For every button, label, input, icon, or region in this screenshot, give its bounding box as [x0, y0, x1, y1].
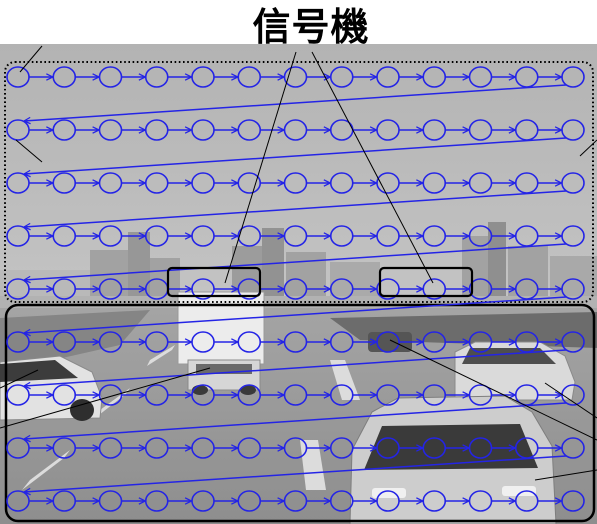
scan-point — [561, 278, 585, 300]
horizon-band — [0, 296, 597, 310]
truck-wheel — [240, 385, 256, 395]
scan-grid — [6, 66, 585, 512]
leader-line — [0, 367, 211, 429]
scan-point — [561, 119, 585, 141]
scan-return-arrow — [24, 243, 567, 280]
lane-line — [330, 360, 360, 400]
scan-return-arrow — [24, 455, 567, 492]
leader-lines — [0, 45, 597, 481]
front-car-headlight — [372, 488, 406, 498]
lane-line — [300, 440, 326, 490]
scan-point — [561, 437, 585, 459]
figure-title: 信号機 — [252, 5, 370, 49]
road-scene-photo — [0, 44, 597, 524]
scan-return-arrow — [24, 84, 567, 121]
scan-point — [561, 490, 585, 512]
building — [488, 222, 506, 302]
lane-markings — [22, 345, 360, 490]
building — [128, 232, 150, 302]
building — [262, 228, 284, 302]
scan-return-arrow — [24, 296, 567, 333]
scan-return-arrow — [24, 402, 567, 439]
scan-point — [561, 66, 585, 88]
scan-return-arrow — [24, 349, 567, 386]
building — [90, 250, 130, 302]
leader-line — [579, 139, 597, 157]
title-leader-line-right — [311, 51, 434, 284]
left-car-window — [0, 360, 78, 382]
signal-highlight-box-left — [166, 266, 262, 298]
truck — [177, 291, 265, 395]
scan-point — [561, 172, 585, 194]
lane-line — [22, 450, 70, 490]
scan-point — [561, 331, 585, 353]
front-car-windshield — [364, 424, 538, 470]
scan-point — [561, 225, 585, 247]
left-car — [0, 355, 103, 421]
building — [286, 252, 326, 302]
title-leader-line-left — [224, 51, 297, 284]
upper-region-dotted-box — [4, 61, 594, 303]
leader-line — [544, 382, 597, 419]
truck-window — [196, 364, 252, 374]
building — [330, 262, 380, 302]
leader-line — [534, 469, 597, 481]
leader-line — [0, 369, 39, 389]
scan-return-arrow — [24, 190, 567, 227]
leader-line — [15, 139, 43, 163]
lower-region-box — [4, 303, 596, 523]
lane-line — [147, 345, 175, 366]
left-car-wheel — [70, 399, 94, 421]
signal-highlight-box-right — [378, 266, 474, 298]
front-car — [349, 395, 557, 524]
leader-line — [389, 339, 597, 441]
building — [508, 246, 548, 302]
scan-return-arrow — [24, 137, 567, 174]
front-car-headlight — [502, 486, 536, 496]
leader-line — [19, 45, 43, 73]
